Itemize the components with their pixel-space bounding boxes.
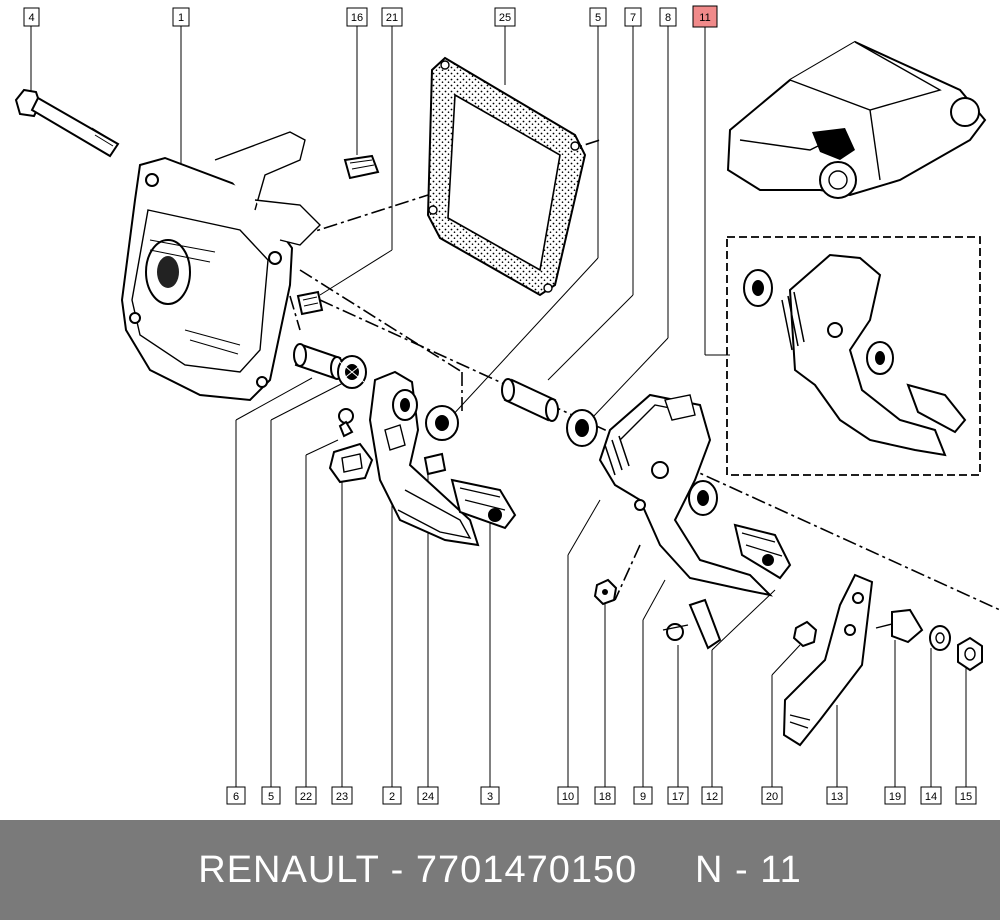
svg-text:17: 17 <box>672 791 684 803</box>
callout-7: 7 <box>624 7 642 27</box>
separator: - <box>379 848 416 891</box>
gasket-part-25 <box>426 56 587 297</box>
callout-15: 15 <box>955 786 977 805</box>
callout-20: 20 <box>761 786 783 805</box>
pin-part-22 <box>338 408 354 438</box>
bushing-part-9 <box>688 480 718 516</box>
callout-5-top: 5 <box>589 7 607 27</box>
callout-12: 12 <box>701 786 723 805</box>
svg-text:7: 7 <box>630 12 636 24</box>
svg-text:14: 14 <box>925 791 937 803</box>
svg-text:4: 4 <box>28 12 34 24</box>
bushing-part-5-left <box>337 355 367 389</box>
pedal-pad-part-3 <box>450 478 517 530</box>
svg-text:15: 15 <box>960 791 972 803</box>
callout-5-bottom: 5 <box>261 786 281 805</box>
washer-part-14 <box>929 625 951 651</box>
diagram-ref: N - 11 <box>695 848 802 891</box>
svg-text:9: 9 <box>640 791 646 803</box>
car-location-illustration <box>726 40 987 199</box>
pedal-part-10 <box>598 393 774 597</box>
callout-18: 18 <box>594 786 616 805</box>
callout-17: 17 <box>667 786 689 805</box>
brand-name: RENAULT <box>198 848 380 891</box>
callout-6: 6 <box>226 786 246 805</box>
nut-part-20 <box>792 620 818 648</box>
svg-text:25: 25 <box>499 12 511 24</box>
svg-text:2: 2 <box>389 791 395 803</box>
svg-text:6: 6 <box>233 791 239 803</box>
svg-text:5: 5 <box>595 12 601 24</box>
svg-text:8: 8 <box>665 12 671 24</box>
callout-3: 3 <box>480 786 500 805</box>
svg-text:19: 19 <box>889 791 901 803</box>
part-info-footer: RENAULT - 7701470150 N - 11 <box>0 820 1000 920</box>
clip-part-16 <box>343 154 380 180</box>
footer-text: RENAULT - 7701470150 N - 11 <box>198 849 801 892</box>
callout-1: 1 <box>172 7 190 27</box>
clip-part-24 <box>423 452 447 476</box>
svg-text:12: 12 <box>706 791 718 803</box>
pedal-part-2 <box>368 370 480 547</box>
callout-24: 24 <box>417 786 439 805</box>
svg-text:5: 5 <box>268 791 274 803</box>
pedal-pad-part-12 <box>733 523 792 580</box>
callout-25: 25 <box>494 7 516 27</box>
part-number: 7701470150 <box>415 848 638 891</box>
callout-8: 8 <box>659 7 677 27</box>
svg-text:24: 24 <box>422 791 434 803</box>
svg-text:21: 21 <box>386 12 398 24</box>
svg-text:11: 11 <box>699 12 710 24</box>
svg-text:3: 3 <box>487 791 493 803</box>
clip-part-23 <box>328 442 374 484</box>
callout-13: 13 <box>826 786 848 805</box>
callout-21: 21 <box>381 7 403 27</box>
callout-23: 23 <box>331 786 353 805</box>
callout-2: 2 <box>382 786 402 805</box>
assembly-box-part-11 <box>726 236 981 476</box>
callout-11-highlighted: 11 <box>692 5 718 28</box>
bracket-part-17 <box>662 598 722 650</box>
callout-10: 10 <box>557 786 579 805</box>
bracket-part-13 <box>782 573 874 747</box>
nut-part-15 <box>957 636 983 672</box>
switch-part-19 <box>875 608 924 644</box>
callout-9: 9 <box>633 786 653 805</box>
svg-text:13: 13 <box>831 791 843 803</box>
pedal-support-part-1 <box>120 131 321 402</box>
exploded-parts-diagram: 4 1 16 21 25 5 7 8 11 6 5 22 <box>14 5 1000 805</box>
svg-text:20: 20 <box>766 791 778 803</box>
callout-16: 16 <box>346 7 368 27</box>
nut-part-18 <box>593 578 618 606</box>
svg-text:23: 23 <box>336 791 348 803</box>
svg-text:1: 1 <box>178 12 184 24</box>
svg-text:18: 18 <box>599 791 611 803</box>
svg-text:22: 22 <box>300 791 312 803</box>
callout-14: 14 <box>920 786 942 805</box>
bushing-part-5-center <box>425 405 459 441</box>
bushing-part-7 <box>501 378 559 422</box>
svg-text:10: 10 <box>562 791 574 803</box>
clip-part-21 <box>296 290 324 316</box>
callout-22: 22 <box>295 786 317 805</box>
bushing-part-8 <box>566 409 598 447</box>
svg-text:16: 16 <box>351 12 363 24</box>
bolt-part-4 <box>14 88 120 158</box>
callout-19: 19 <box>884 786 906 805</box>
bushing-part-6 <box>293 343 344 380</box>
footer-gap <box>637 849 695 891</box>
callout-4: 4 <box>23 7 40 27</box>
